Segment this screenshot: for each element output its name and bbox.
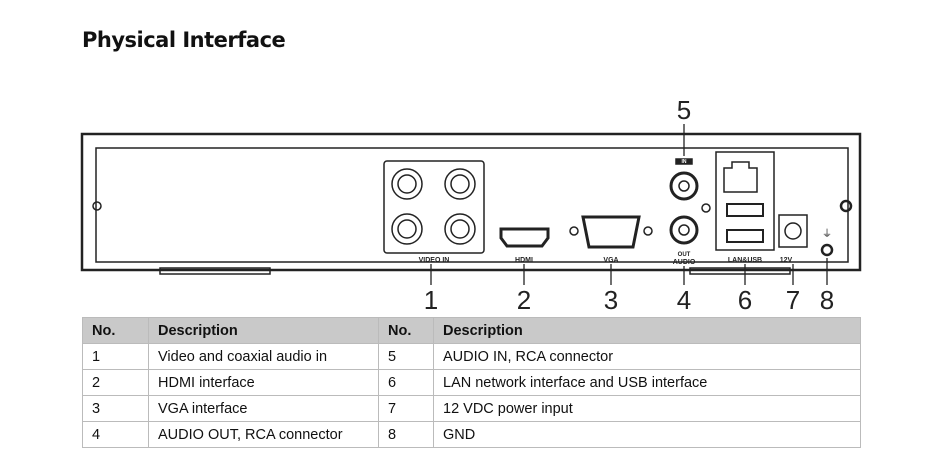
header-description: Description — [433, 317, 861, 344]
callout-1: 1 — [424, 285, 438, 315]
lan-usb-block — [715, 151, 775, 251]
label-power: 12V — [780, 257, 793, 264]
label-hdmi: HDMI — [515, 257, 533, 264]
ground-symbol-icon: ⏚ — [822, 228, 832, 240]
cell: AUDIO IN, RCA connector — [433, 343, 861, 370]
leader-lines — [430, 124, 828, 285]
cell: 12 VDC power input — [433, 395, 861, 422]
cell: 1 — [82, 343, 149, 370]
audio-in-tag — [675, 158, 693, 165]
hdmi-port-icon — [499, 227, 550, 248]
callout-7: 7 — [786, 285, 800, 315]
foot — [689, 267, 791, 275]
screw-hole — [839, 199, 853, 213]
header-no: No. — [82, 317, 149, 344]
cell: GND — [433, 421, 861, 448]
rca-connector-icon — [669, 171, 711, 245]
screw-hole — [569, 226, 579, 236]
label-vga: VGA — [603, 257, 618, 264]
callout-5: 5 — [677, 95, 691, 125]
ethernet-port-icon — [723, 161, 758, 193]
header-no: No. — [378, 317, 434, 344]
cell: 2 — [82, 369, 149, 396]
label-video-in: VIDEO IN — [419, 257, 450, 264]
chassis-outline — [80, 132, 862, 272]
foot — [159, 267, 271, 275]
cell: 6 — [378, 369, 434, 396]
label-audio-out: OUT — [678, 252, 691, 258]
screw-hole — [643, 226, 653, 236]
header-description: Description — [148, 317, 379, 344]
usb-port-icon — [726, 229, 764, 243]
callout-3: 3 — [604, 285, 618, 315]
screw-hole — [92, 201, 102, 211]
callout-2: 2 — [517, 285, 531, 315]
vga-port-icon — [581, 215, 641, 249]
cell: AUDIO OUT, RCA connector — [148, 421, 379, 448]
usb-port-icon — [726, 203, 764, 217]
power-jack-icon — [778, 214, 808, 248]
cell: Video and coaxial audio in — [148, 343, 379, 370]
cell: 3 — [82, 395, 149, 422]
cell: LAN network interface and USB interface — [433, 369, 861, 396]
cell: VGA interface — [148, 395, 379, 422]
cell: 8 — [378, 421, 434, 448]
table-header: No. Description No. Description — [82, 317, 861, 344]
cell: 7 — [378, 395, 434, 422]
ground-terminal-icon — [820, 243, 834, 257]
page-title: Physical Interface — [82, 28, 286, 52]
video-in-block — [383, 160, 485, 254]
cell: HDMI interface — [148, 369, 379, 396]
rear-panel-diagram: ⏚ VIDEO IN HDMI VGA IN OUT AUDIO LAN&USB… — [80, 95, 862, 315]
bnc-connector-icon — [391, 168, 476, 245]
chassis-inner — [95, 147, 849, 263]
callout-8: 8 — [820, 285, 834, 315]
cell: 5 — [378, 343, 434, 370]
label-lan-usb: LAN&USB — [728, 257, 762, 264]
label-audio-in: IN — [682, 159, 687, 165]
label-audio: AUDIO — [673, 259, 696, 266]
callout-4: 4 — [677, 285, 691, 315]
cell: 4 — [82, 421, 149, 448]
callout-6: 6 — [738, 285, 752, 315]
